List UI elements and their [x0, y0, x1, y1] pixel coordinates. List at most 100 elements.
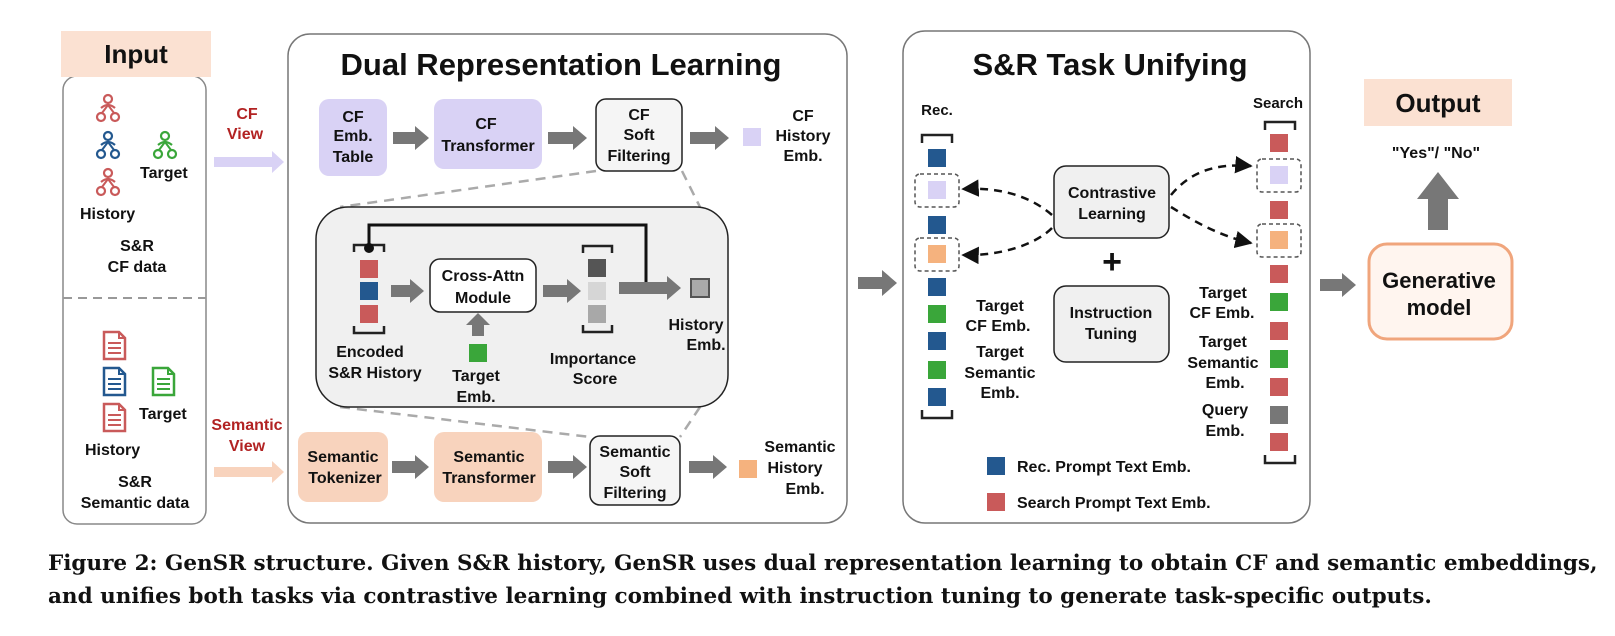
target-doc-icon [151, 366, 176, 397]
legend-rec-label: Rec. Prompt Text Emb. [1017, 459, 1191, 476]
cf-view-label: View [227, 126, 264, 143]
cf-soft-filtering-label: Soft [623, 127, 655, 144]
generative-model-label: model [1407, 295, 1472, 320]
cf-view: CF View [214, 106, 284, 173]
sem-soft-filtering-label: Semantic [599, 444, 670, 461]
cf-emb-table-box [319, 99, 387, 176]
history-emb-label: History [668, 317, 723, 334]
cf-transformer-label: Transformer [441, 138, 534, 155]
gensr-diagram: Input Target History S&R CF data Tar [61, 30, 1514, 525]
contrastive-learning-box [1053, 165, 1170, 239]
arrow [858, 270, 897, 296]
cf-history-emb-label: History [775, 128, 830, 145]
cf-view-label: CF [236, 106, 258, 123]
sem-transformer-label: Transformer [442, 470, 535, 487]
output-title: Output [1395, 88, 1481, 118]
figure-caption: Figure 2: GenSR structure. Given S&R his… [48, 547, 1598, 613]
contrastive-label: Contrastive [1068, 185, 1156, 202]
encoded-history-label: S&R History [328, 365, 421, 382]
importance-score-low [588, 282, 606, 300]
cross-attn-label: Module [455, 290, 511, 307]
sem-history-label: History [85, 442, 140, 459]
sem-history-emb-square [739, 460, 757, 478]
unify-panel-box [902, 30, 1311, 524]
bracket [920, 410, 954, 420]
semantic-view: Semantic View [211, 417, 284, 483]
sem-tokenizer-label: Tokenizer [308, 470, 382, 487]
semantic-view-label: View [229, 438, 266, 455]
search-prompt-emb [1270, 433, 1288, 451]
arrow [543, 279, 581, 303]
rec-target-sem-label: Semantic [964, 365, 1035, 382]
history-emb-label: Emb. [686, 337, 725, 354]
bracket [1263, 455, 1297, 465]
dashed-highlight [914, 173, 960, 208]
cf-emb-table-label: Emb. [333, 128, 372, 145]
rec-target-sem-emb [928, 361, 946, 379]
search-query-emb [1270, 406, 1288, 424]
search-target-cf-label: CF Emb. [1190, 305, 1255, 322]
cf-history-label: History [80, 206, 135, 223]
bracket [581, 244, 614, 253]
arrow [690, 126, 729, 150]
importance-score-high [588, 259, 606, 277]
cf-view-arrow [214, 151, 284, 173]
search-target-sem-label: Target [1199, 334, 1247, 351]
semantic-view-label: Semantic [211, 417, 282, 434]
cf-soft-filtering-label: CF [628, 107, 650, 124]
sem-soft-filtering-label: Soft [619, 464, 651, 481]
rec-prompt-emb [928, 278, 946, 296]
input-panel: Input Target History S&R CF data Tar [61, 31, 211, 525]
search-prompt-emb [1270, 322, 1288, 340]
arrow-up [1417, 172, 1459, 230]
cf-data-label: S&R [120, 238, 154, 255]
encoded-emb-blue [360, 282, 378, 300]
rec-target-sem-label: Target [976, 344, 1024, 361]
input-title: Input [104, 39, 168, 69]
dual-representation-panel: Dual Representation Learning CF Emb. Tab… [287, 33, 848, 524]
arrow [392, 455, 429, 479]
query-emb-label: Emb. [1205, 423, 1244, 440]
search-sem-history-emb [1270, 231, 1288, 249]
dashed-highlight [1256, 223, 1302, 258]
contrastive-label: Learning [1078, 206, 1146, 223]
sem-data-label: Semantic data [81, 495, 190, 512]
bracket [1263, 120, 1297, 130]
encoded-emb-red [360, 305, 378, 323]
output-section: Output "Yes"/ "No" Generative model [1364, 79, 1514, 341]
semantic-view-arrow [214, 461, 284, 483]
rec-sem-history-emb [928, 245, 946, 263]
rec-prompt-emb [928, 149, 946, 167]
rec-prompt-emb [928, 388, 946, 406]
rec-target-cf-label: CF Emb. [966, 318, 1031, 335]
sem-data-label: S&R [118, 474, 152, 491]
generative-model-label: Generative [1382, 268, 1496, 293]
search-target-sem-label: Emb. [1205, 375, 1244, 392]
sem-history-emb-label: History [767, 460, 822, 477]
bracket [920, 133, 954, 143]
legend-search-label: Search Prompt Text Emb. [1017, 495, 1211, 512]
cf-emb-table-label: Table [333, 149, 374, 166]
importance-score-mid [588, 305, 606, 323]
query-emb-label: Query [1202, 402, 1248, 419]
search-target-cf-emb [1270, 293, 1288, 311]
encoded-emb-red [360, 260, 378, 278]
history-doc-icon [102, 330, 127, 361]
sem-soft-filtering-box [589, 435, 681, 506]
history-doc-icon [102, 366, 127, 397]
arrow [393, 126, 429, 150]
contrastive-arrow [961, 179, 1053, 216]
rec-label: Rec. [921, 102, 953, 119]
task-unifying-panel: S&R Task Unifying Rec. Target CF Emb. Ta… [902, 30, 1311, 524]
sem-tokenizer-label: Semantic [307, 449, 378, 466]
target-emb-square [469, 344, 487, 362]
cf-transformer-box [434, 99, 542, 169]
history-doc-icon [102, 402, 127, 433]
sem-soft-filtering-label: Filtering [603, 485, 666, 502]
search-target-sem-label: Semantic [1187, 355, 1258, 372]
arrow-up [466, 313, 490, 336]
importance-score-label: Score [573, 371, 618, 388]
output-title-bg [1364, 79, 1512, 126]
dashed-highlight [914, 237, 960, 272]
sem-target-label: Target [139, 406, 187, 423]
